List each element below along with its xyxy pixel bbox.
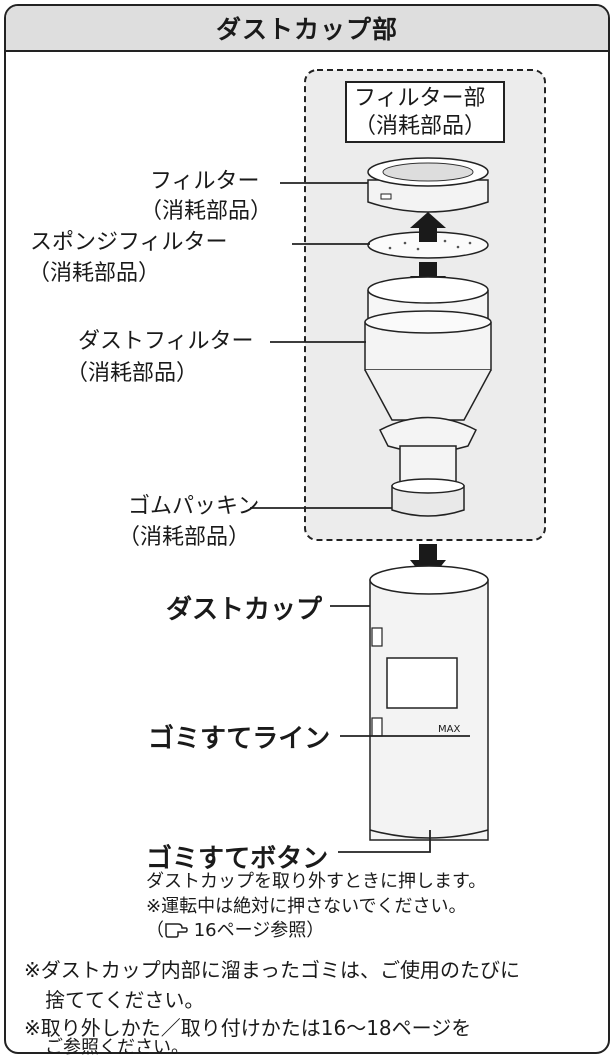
arrow-down-icon-2 — [410, 544, 446, 582]
arrow-up-icon — [410, 212, 446, 242]
footer-note-1: ※ダストカップ内部に溜まったゴミは、ご使用のたびに — [24, 958, 520, 982]
filter-section-subtitle: （消耗部品） — [354, 114, 487, 139]
filter-label: フィルター — [150, 169, 260, 194]
filter-section-title: フィルター部 — [354, 86, 486, 111]
reference-open: （ — [146, 920, 164, 941]
dust-filter-note: （消耗部品） — [66, 361, 199, 386]
footer-note-1b: 捨ててください。 — [45, 988, 205, 1012]
sponge-filter-label: スポンジフィルター — [30, 230, 228, 255]
max-mark: MAX — [438, 724, 461, 735]
dust-cup-label: ダストカップ — [166, 595, 323, 625]
dust-button-warning: ※運転中は絶対に押さないでください。 — [146, 896, 467, 917]
pointing-hand-icon — [164, 921, 188, 938]
dust-button-label: ゴミすてボタン — [146, 844, 329, 874]
section-title: ダストカップ部 — [215, 15, 398, 44]
sponge-filter-note: （消耗部品） — [28, 261, 161, 286]
rubber-packing-illustration — [391, 478, 465, 517]
dust-filter-illustration — [364, 276, 492, 487]
reference-text: 16ページ参照） — [188, 920, 325, 941]
dust-button-leader — [338, 830, 431, 853]
dust-button-desc: ダストカップを取り外すときに押します。 — [146, 871, 487, 892]
dust-cup-illustration — [369, 565, 489, 841]
section-header: ダストカップ部 — [6, 6, 608, 52]
page-reference: （ 16ページ参照） — [146, 919, 324, 943]
filter-illustration — [367, 157, 489, 213]
rubber-packing-label: ゴムパッキン — [128, 494, 260, 519]
footer-note-2b: ご参照ください。 — [45, 1037, 189, 1058]
rubber-packing-note: （消耗部品） — [118, 525, 251, 550]
dust-filter-label: ダストフィルター — [78, 329, 254, 354]
filter-section-title-box — [345, 81, 505, 143]
dust-line-label: ゴミすてライン — [148, 724, 331, 754]
footer-note-2: ※取り外しかた／取り付けかたは16～18ページを — [24, 1016, 472, 1040]
filter-note: （消耗部品） — [140, 199, 273, 224]
